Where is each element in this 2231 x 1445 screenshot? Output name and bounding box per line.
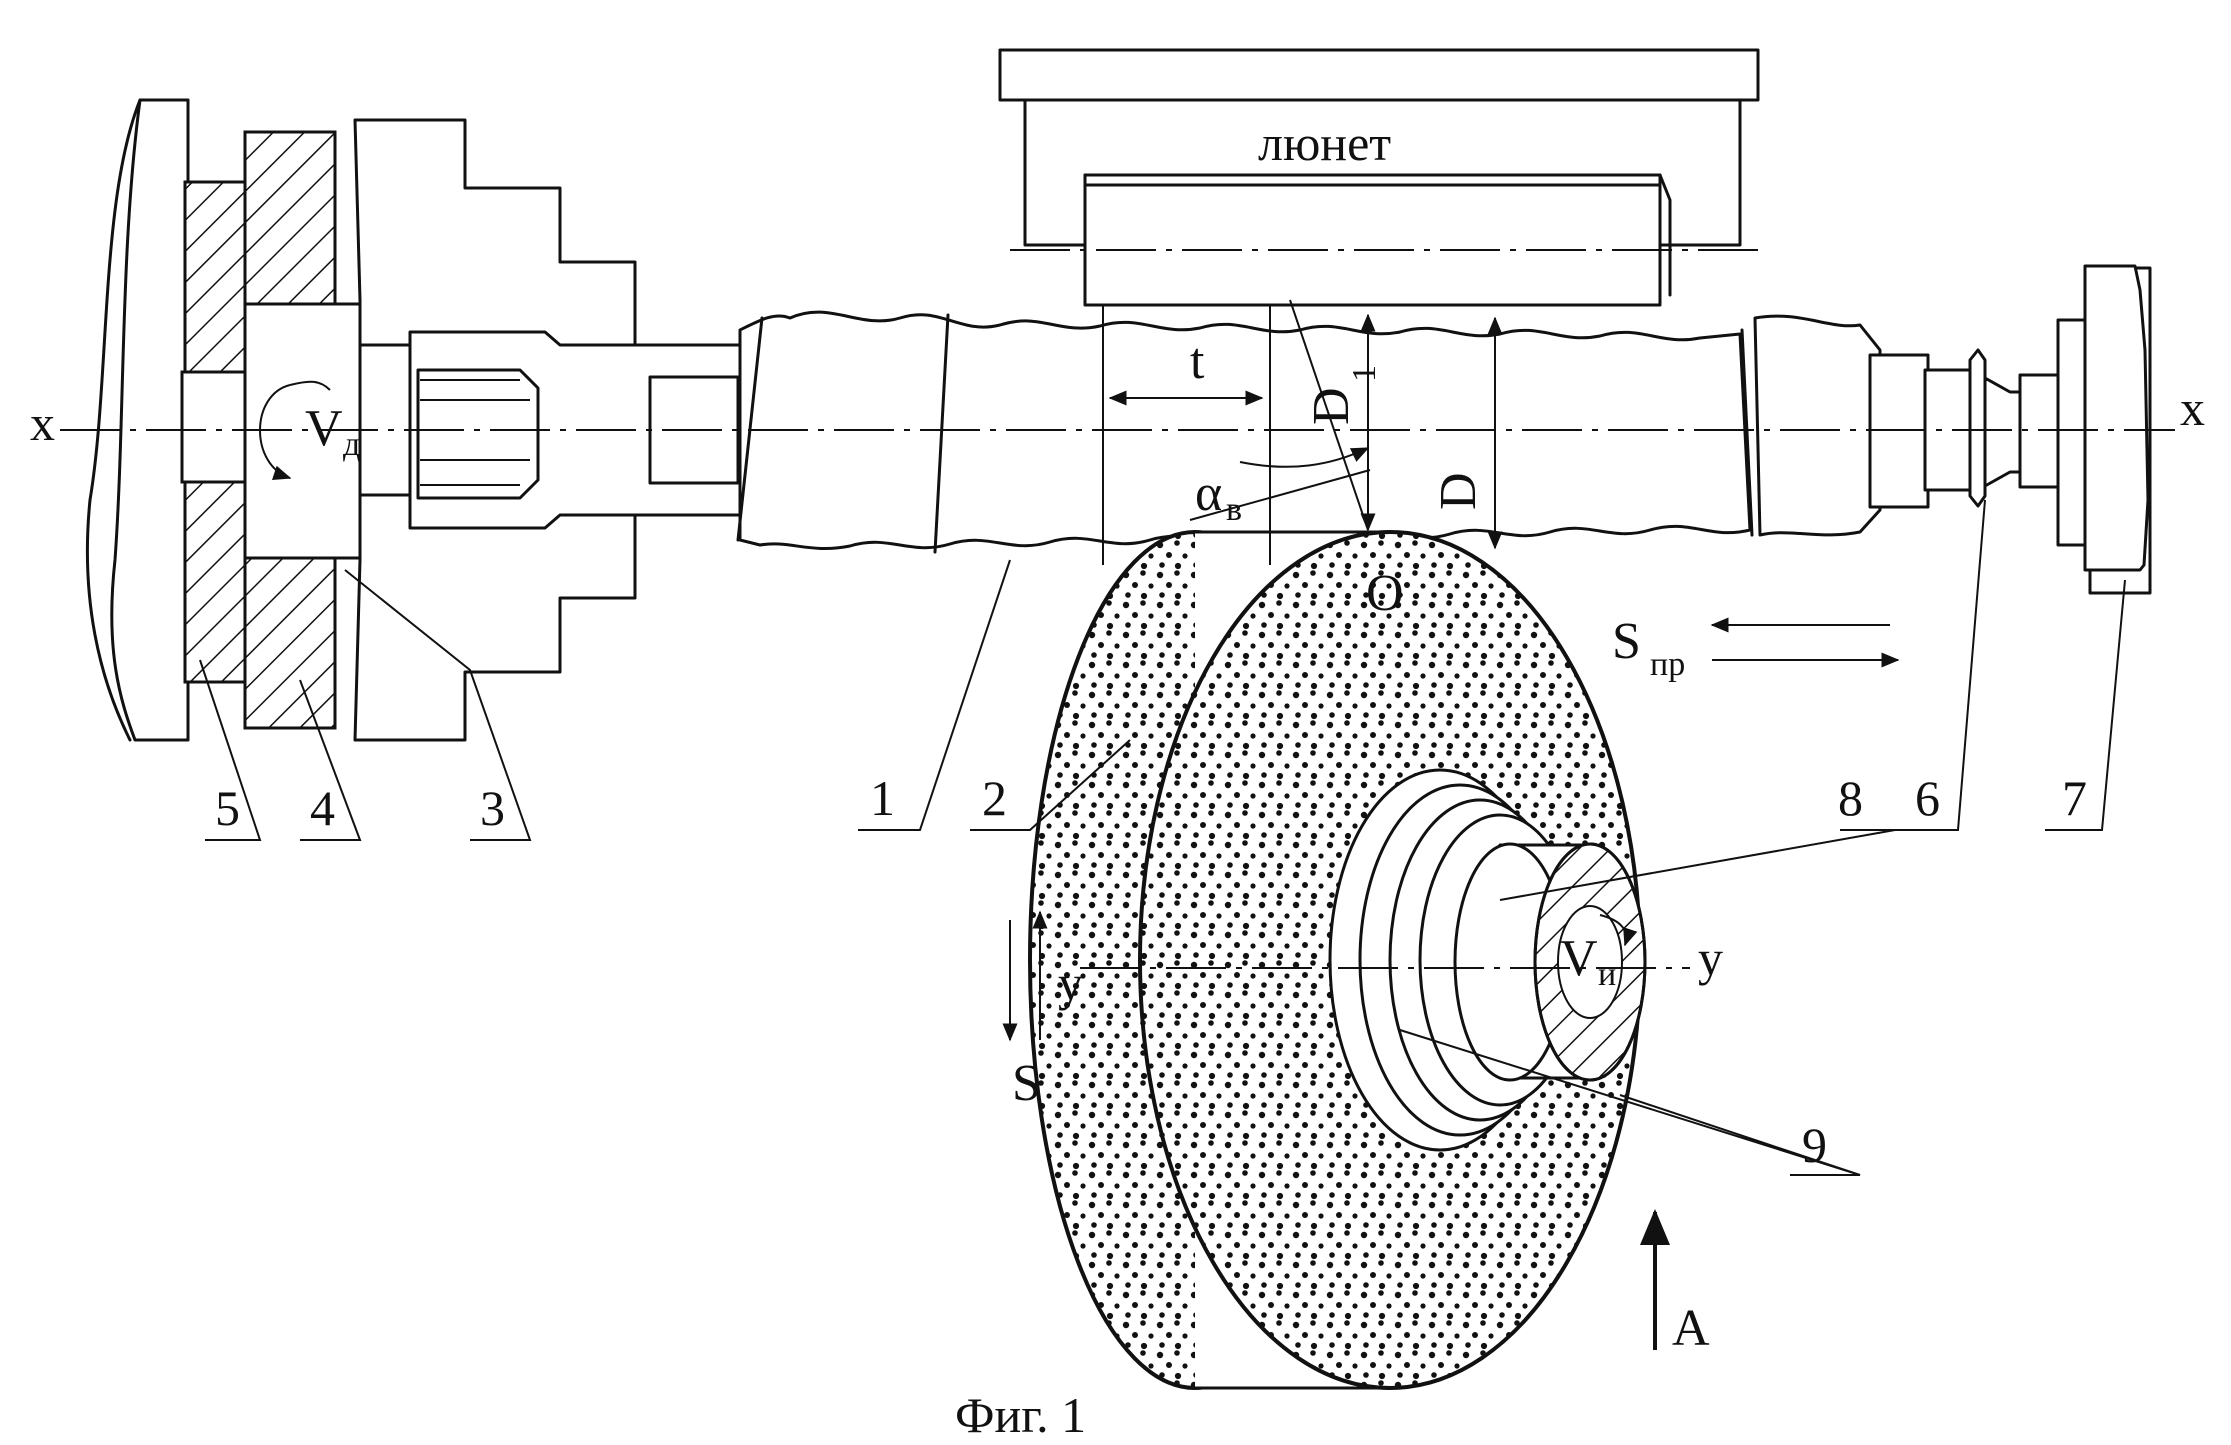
part-label-6: 6	[1915, 770, 1940, 826]
diameter-inner-sub: 1	[1346, 365, 1383, 382]
steady-rest: люнет	[1000, 50, 1758, 305]
axis-x-right-label: x	[2180, 380, 2205, 436]
axis-y-left-label: y	[1058, 955, 1083, 1011]
part-label-8: 8	[1838, 770, 1863, 826]
longitudinal-feed: S пр	[1612, 613, 1898, 683]
axis-y-right-label: y	[1698, 930, 1723, 986]
steady-rest-label: люнет	[1258, 115, 1391, 171]
part-label-5: 5	[215, 780, 240, 836]
contact-point-label: O	[1366, 565, 1404, 622]
part-label-7: 7	[2062, 770, 2087, 826]
figure-caption: Фиг. 1	[955, 1387, 1086, 1443]
pitch-label: t	[1190, 333, 1205, 390]
grinding-wheel	[1030, 532, 1645, 1388]
part-label-3: 3	[480, 780, 505, 836]
part-label-2: 2	[982, 770, 1007, 826]
part-speed-sub: д	[343, 426, 360, 463]
view-a-arrow: A	[1655, 1212, 1710, 1357]
longitudinal-feed-label: S	[1612, 613, 1641, 670]
part-label-9: 9	[1802, 1117, 1827, 1173]
part-label-4: 4	[310, 780, 335, 836]
view-a-label: A	[1672, 1300, 1710, 1357]
angle-label: α	[1195, 465, 1222, 522]
angle-sub: в	[1226, 491, 1242, 528]
diameter-outer-label: D	[1430, 472, 1487, 510]
longitudinal-feed-sub: пр	[1650, 646, 1685, 683]
part-speed-label: V	[305, 400, 343, 457]
worm-shaft	[738, 312, 1752, 552]
contact-point: O	[1366, 565, 1404, 622]
faceplate	[87, 100, 188, 740]
tool-speed-label: V	[1560, 930, 1598, 987]
tool-speed-sub: и	[1598, 956, 1616, 993]
part-label-1: 1	[870, 770, 895, 826]
axis-x-left-label: x	[30, 395, 55, 451]
radial-feed-label: S	[1012, 1055, 1041, 1112]
tailstock-end	[1755, 316, 2060, 535]
